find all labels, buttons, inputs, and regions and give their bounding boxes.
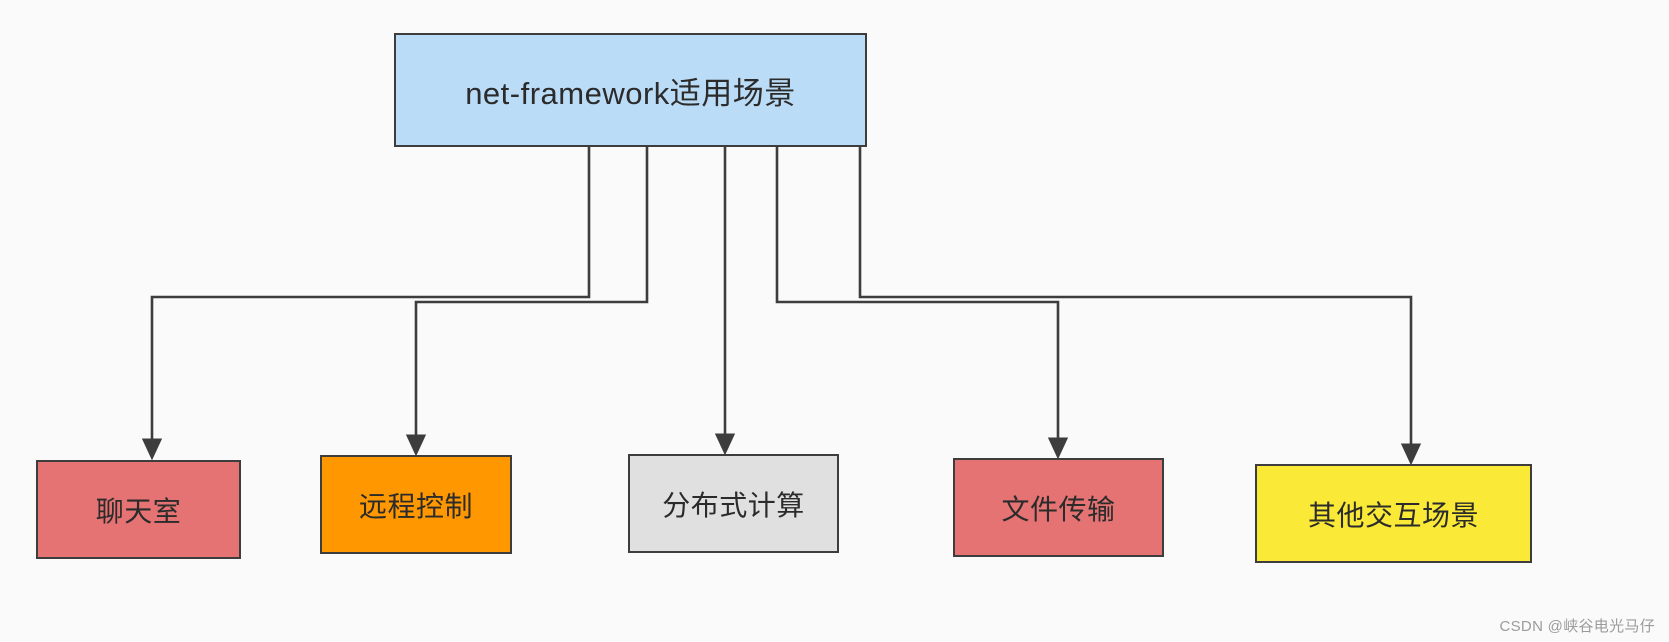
watermark-text: CSDN @峡谷电光马仔 — [1499, 618, 1655, 635]
node-leaf-file-transfer[interactable]: 文件传输 — [953, 458, 1164, 557]
edge-root-to-remote-control — [414, 147, 649, 440]
node-leaf-remote-control[interactable]: 远程控制 — [320, 455, 512, 554]
node-leaf-chatroom[interactable]: 聊天室 — [36, 460, 241, 559]
edge-root-to-file-transfer — [775, 147, 1060, 444]
node-leaf-other-interaction-scenarios[interactable]: 其他交互场景 — [1255, 464, 1532, 563]
edge-root-to-other-scenarios — [858, 147, 1413, 450]
node-root-net-framework-scenarios[interactable]: net-framework适用场景 — [394, 33, 867, 147]
edge-root-to-chatroom — [150, 147, 591, 444]
node-leaf-distributed-computing[interactable]: 分布式计算 — [628, 454, 839, 553]
